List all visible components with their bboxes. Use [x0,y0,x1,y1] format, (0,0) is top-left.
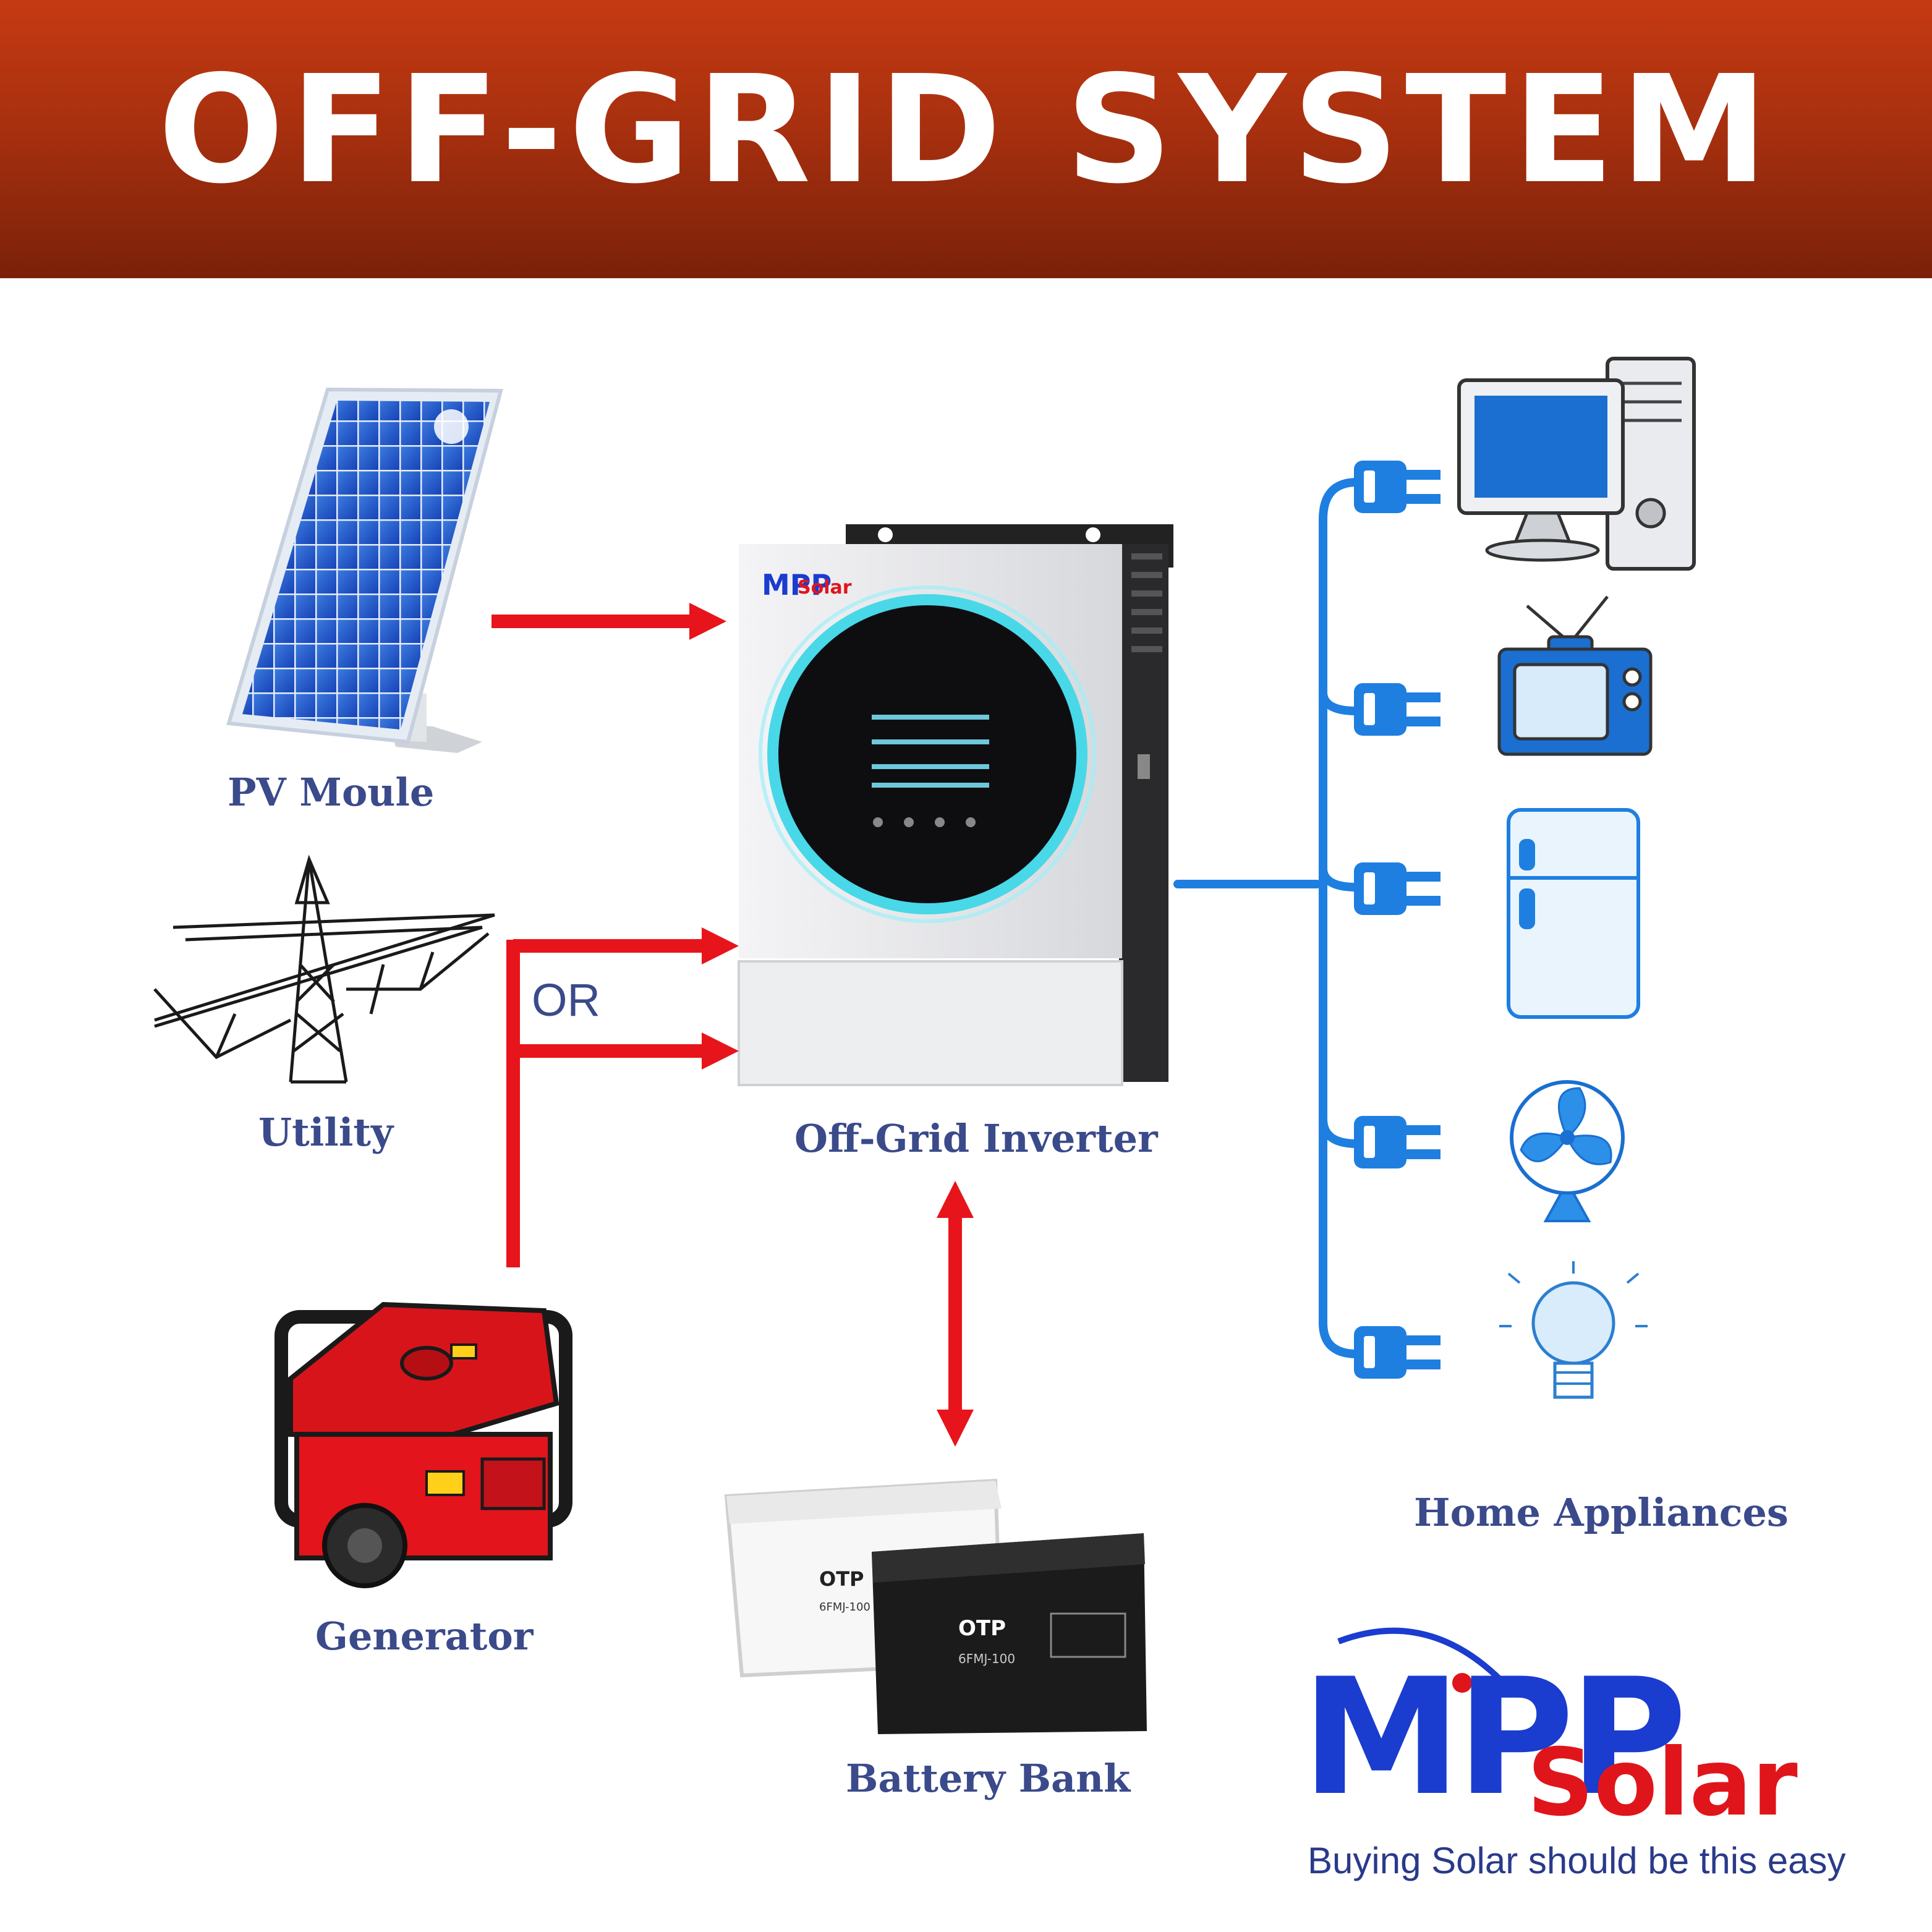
fan-icon [1510,1080,1625,1222]
flow-arrows [492,603,974,1447]
battery-icon: OTP 6FMJ-100 OTP 6FMJ-100 [724,1478,1147,1734]
battery-label: Battery Bank [846,1756,1131,1801]
company-logo: MPP Solar [1301,1627,1798,1837]
logo-tagline: Buying Solar should be this easy [1308,1840,1846,1881]
fridge-icon [1507,808,1640,1019]
battery-up-arrow-head [937,1181,974,1218]
inverter-icon: MPP Solar [738,524,1173,1086]
plug-icon [1354,461,1440,1379]
page-title: OFF-GRID SYSTEM [158,43,1774,216]
pv-arrow-head [689,603,726,640]
light-bulb-icon [1499,1261,1648,1399]
battery-back-brand: OTP [819,1567,864,1591]
inverter-label: Off-Grid Inverter [794,1116,1158,1161]
utility-label: Utility [258,1110,394,1155]
title-banner [0,0,1932,278]
battery-down-arrow-head [937,1410,974,1447]
appliance-wiring [1173,478,1361,1358]
generator-icon [274,1301,572,1588]
inverter-brand-top: MPP [762,568,832,602]
logo-solar-text: Solar [1527,1729,1798,1837]
utility-feed-line [506,939,702,1267]
solar-panel-icon [226,387,503,753]
generator-arrow-head [702,1032,739,1070]
pv-label: PV Moule [228,770,435,815]
appliances-label: Home Appliances [1414,1490,1789,1535]
power-pylon-icon [153,854,495,1084]
battery-front-model: 6FMJ-100 [958,1651,1015,1666]
utility-arrow-head [702,927,739,964]
or-label: OR [532,974,600,1026]
computer-icon [1457,357,1696,571]
battery-front-brand: OTP [958,1616,1006,1641]
logo-mpp-text: MPP [1301,1645,1682,1831]
inverter-brand-bottom: Solar [798,577,852,598]
tv-icon [1497,595,1653,756]
battery-back-model: 6FMJ-100 [819,1601,870,1614]
generator-label: Generator [315,1614,534,1659]
